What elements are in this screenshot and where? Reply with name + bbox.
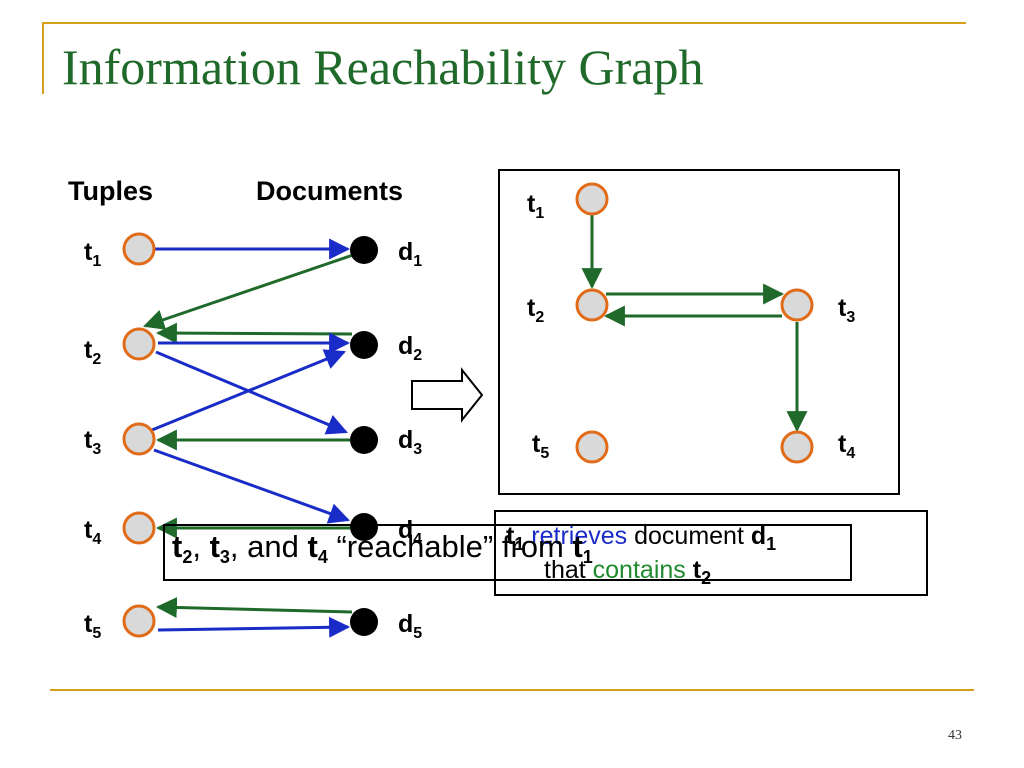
- document-node-d3: [350, 426, 378, 454]
- document-node-d4: [350, 513, 378, 541]
- reachability-graph-box: [498, 169, 900, 495]
- edge-d2-contains-t2: [155, 322, 353, 344]
- edge-d1-contains-t2: [143, 252, 357, 330]
- tuple-label-t1: t1: [84, 238, 102, 270]
- graph-label-t5: t5: [532, 430, 550, 462]
- tuple-label-t3: t3: [84, 426, 102, 458]
- graph-node-t4: [780, 430, 814, 464]
- left-rule: [42, 22, 44, 94]
- tuple-node-t3: [122, 422, 156, 456]
- edge-t2-retrieves-d3: [155, 350, 348, 435]
- document-label-d5: d5: [398, 610, 423, 642]
- document-label-d3: d3: [398, 426, 423, 458]
- document-label-d1: d1: [398, 238, 423, 270]
- document-node-d2: [350, 331, 378, 359]
- graph-node-t1: [575, 182, 609, 216]
- tuple-label-t2: t2: [84, 336, 102, 368]
- edge-t3-retrieves-d2: [151, 349, 346, 432]
- top-rule: [42, 22, 966, 24]
- tuples-header: Tuples: [68, 176, 154, 206]
- tuple-node-t2: [122, 327, 156, 361]
- edge-t3-retrieves-d4: [153, 448, 350, 524]
- tuple-node-t1: [122, 232, 156, 266]
- reachability-statement: t2, t3, and t4 “reachable” from t1: [172, 529, 593, 567]
- document-label-d2: d2: [398, 332, 423, 364]
- edge-t5-retrieves-d5: [157, 616, 351, 638]
- note-line-1: t1 retrieves document d1: [506, 522, 777, 554]
- graph-label-t1: t1: [527, 190, 545, 222]
- document-label-d4: d4: [398, 516, 423, 548]
- reachability-statement-box: [163, 524, 852, 581]
- document-node-d5: [350, 608, 378, 636]
- graph-label-t3: t3: [838, 294, 856, 326]
- tuple-node-t5: [122, 604, 156, 638]
- page-number: 43: [948, 728, 962, 743]
- document-node-d1: [350, 236, 378, 264]
- graph-label-t4: t4: [838, 430, 856, 462]
- graph-node-t3: [780, 288, 814, 322]
- bottom-rule: [50, 689, 974, 691]
- tuple-label-t4: t4: [84, 516, 102, 548]
- slide-title: Information Reachability Graph: [62, 39, 704, 95]
- transform-arrow-icon: [411, 367, 484, 423]
- tuple-label-t5: t5: [84, 610, 102, 642]
- graph-node-t5: [575, 430, 609, 464]
- documents-header: Documents: [256, 176, 404, 206]
- tuple-node-t4: [122, 511, 156, 545]
- edge-d5-contains-t5: [155, 596, 353, 618]
- graph-label-t2: t2: [527, 294, 545, 326]
- graph-node-t2: [575, 288, 609, 322]
